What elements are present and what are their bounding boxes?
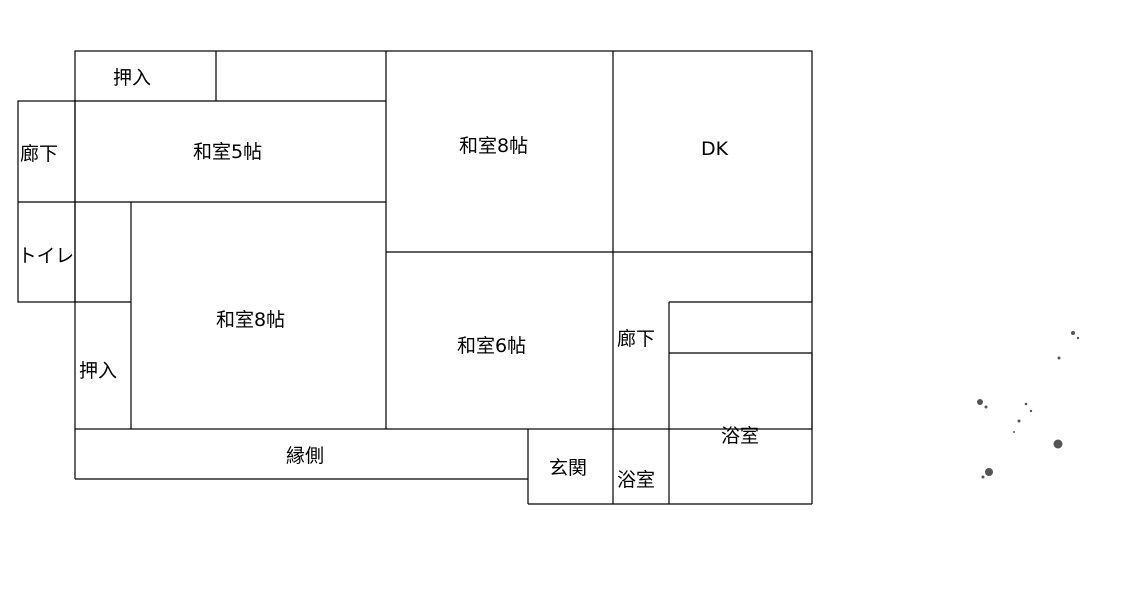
speck bbox=[977, 399, 983, 405]
room-label-engawa: 縁側 bbox=[286, 445, 324, 467]
scan-specks bbox=[977, 331, 1080, 479]
speck bbox=[1053, 439, 1063, 449]
room-label-oshiire-top: 押入 bbox=[113, 67, 151, 89]
speck bbox=[981, 475, 985, 479]
speck bbox=[985, 468, 993, 476]
walls bbox=[17, 50, 813, 505]
speck bbox=[1017, 419, 1021, 423]
room-label-rouka-left: 廊下 bbox=[20, 143, 58, 165]
main-outline bbox=[74, 50, 813, 430]
speck bbox=[1024, 402, 1028, 406]
room-label-yokushitsu-main: 浴室 bbox=[721, 425, 759, 447]
speck bbox=[1071, 331, 1075, 335]
room-label-washitsu-8-center: 和室8帖 bbox=[459, 135, 528, 157]
room-label-yokushitsu-small: 浴室 bbox=[617, 469, 655, 491]
speck bbox=[1076, 336, 1080, 340]
room-label-genkan: 玄関 bbox=[549, 457, 587, 479]
room-label-washitsu-6: 和室6帖 bbox=[457, 335, 526, 357]
room-label-washitsu-8-left: 和室8帖 bbox=[216, 309, 285, 331]
room-label-toilet: トイレ bbox=[18, 245, 74, 267]
room-label-oshiire-left: 押入 bbox=[79, 360, 117, 382]
room-label-washitsu-5: 和室5帖 bbox=[193, 141, 262, 163]
speck bbox=[1013, 431, 1015, 433]
speck bbox=[1029, 409, 1033, 413]
room-labels: 押入 廊下 和室5帖 和室8帖 DK トイレ 和室8帖 和室6帖 廊下 押入 浴… bbox=[18, 67, 759, 491]
speck bbox=[1057, 356, 1061, 360]
room-label-dk: DK bbox=[701, 138, 729, 160]
speck bbox=[984, 405, 988, 409]
room-label-rouka-right: 廊下 bbox=[617, 328, 655, 350]
